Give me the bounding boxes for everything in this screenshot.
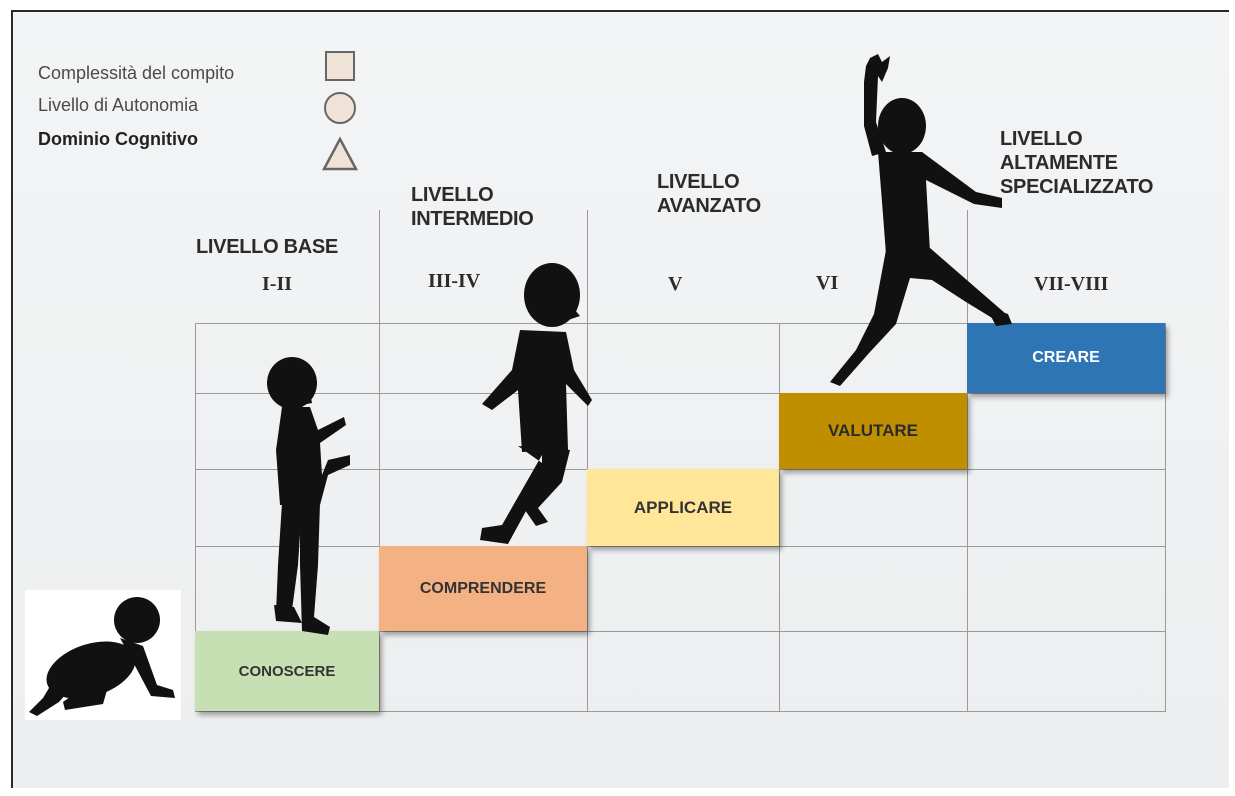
grid-line [195, 631, 1166, 632]
child-walking-silhouette [480, 263, 592, 544]
grid-line [195, 323, 1166, 324]
grid-line [967, 323, 968, 711]
grid-line [779, 323, 780, 711]
column-level-basic: I-II [262, 273, 293, 295]
grid-line [379, 323, 380, 711]
grid-line [195, 393, 1166, 394]
column-header-line: SPECIALIZZATO [1000, 176, 1154, 198]
column-header-line: LIVELLO [657, 171, 740, 193]
header-divider [587, 210, 588, 325]
column-header-intermediate: LIVELLO INTERMEDIO [411, 183, 534, 231]
header-divider [379, 210, 380, 325]
column-level-specialized: VII-VIII [1034, 273, 1109, 295]
triangle-icon [322, 136, 358, 171]
column-level-advanced: V [668, 273, 683, 295]
grid-line [195, 711, 1166, 712]
step-valutare: VALUTARE [779, 393, 967, 469]
grid-line [1165, 323, 1166, 711]
column-header-basic: LIVELLO BASE [196, 235, 338, 259]
column-level-evaluate: VI [816, 272, 839, 294]
child-standing-silhouette [267, 357, 350, 635]
child-jumping-silhouette [830, 54, 1012, 386]
column-header-line: INTERMEDIO [411, 208, 534, 230]
square-icon [325, 51, 355, 81]
legend-autonomy-level: Livello di Autonomia [38, 95, 199, 115]
step-label: VALUTARE [827, 421, 919, 440]
legend-cognitive-domain: Dominio Cognitivo [38, 129, 198, 149]
legend-task-complexity: Complessità del compito [38, 63, 235, 83]
column-level-intermediate: III-IV [428, 270, 481, 292]
column-header-specialized: LIVELLO ALTAMENTE SPECIALIZZATO [1000, 127, 1153, 199]
step-applicare: APPLICARE [587, 469, 779, 546]
step-label: CONOSCERE [238, 662, 336, 680]
step-label: CREARE [1032, 349, 1100, 366]
grid-line [195, 546, 1166, 547]
header-divider [967, 210, 968, 325]
column-header-line: ALTAMENTE [1000, 152, 1118, 174]
step-creare: CREARE [967, 323, 1165, 393]
step-label: APPLICARE [633, 497, 733, 517]
column-header-line: AVANZATO [657, 195, 761, 217]
column-header-line: LIVELLO [411, 184, 494, 206]
step-conoscere: CONOSCERE [195, 631, 379, 711]
column-header-line: LIVELLO BASE [196, 236, 338, 258]
step-comprendere: COMPRENDERE [379, 546, 587, 631]
baby-crawling-silhouette [29, 597, 175, 716]
step-label: COMPRENDERE [419, 579, 547, 597]
circle-icon [324, 92, 356, 124]
column-header-advanced: LIVELLO AVANZATO [657, 170, 761, 218]
grid-line [195, 323, 196, 711]
column-header-line: LIVELLO [1000, 128, 1083, 150]
